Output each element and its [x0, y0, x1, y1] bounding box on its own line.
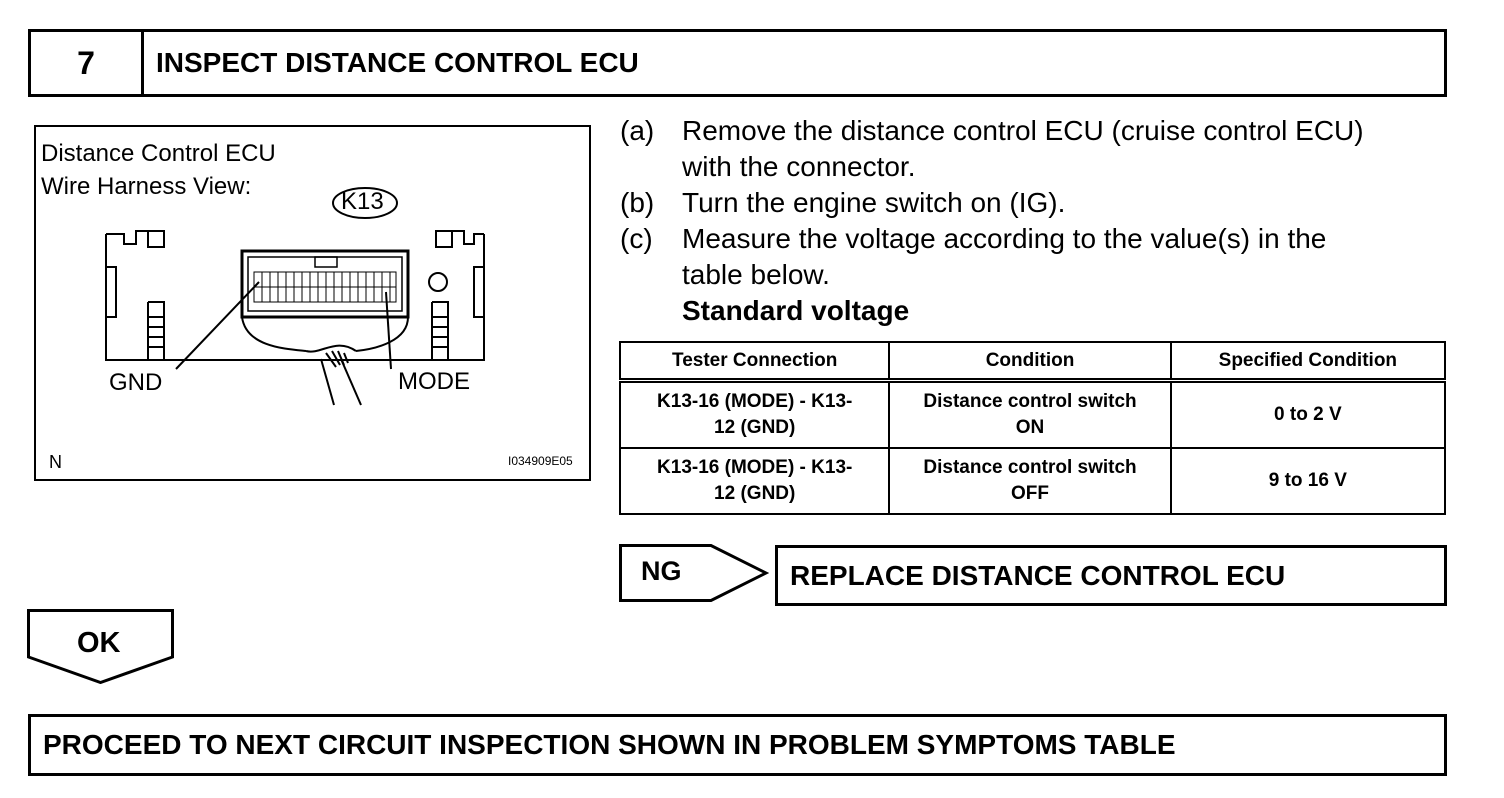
ng-arrow-shape-icon: [619, 544, 769, 602]
diagram-title-line2: Wire Harness View:: [41, 173, 252, 200]
gnd-leader-line: [175, 281, 260, 370]
connector-id-label: K13: [341, 188, 384, 215]
ok-arrow-shape-icon: [27, 609, 174, 684]
ok-label: OK: [77, 627, 121, 659]
mode-leader-line: [385, 291, 392, 370]
instruction-c-line2: table below.: [682, 259, 830, 290]
connector-id-oval: [332, 187, 398, 219]
cell-spec: 9 to 16 V: [1169, 447, 1447, 515]
gnd-label: GND: [109, 369, 163, 396]
mode-label: MODE: [398, 368, 470, 395]
step-header: 7 INSPECT DISTANCE CONTROL ECU: [28, 29, 1447, 97]
header-tester-connection: Tester Connection: [618, 341, 891, 383]
cell-spec: 0 to 2 V: [1169, 379, 1447, 449]
table-header-row: Tester Connection Condition Specified Co…: [618, 341, 1447, 383]
header-specified-condition: Specified Condition: [1169, 341, 1447, 383]
instruction-b-letter: (b): [620, 187, 655, 218]
instruction-b: (b) Turn the engine switch on (IG).: [620, 185, 1450, 221]
connector-housing: [240, 249, 410, 319]
ng-arrow: NG: [619, 544, 769, 602]
diagram-title-line1: Distance Control ECU: [41, 140, 276, 167]
table-row: K13-16 (MODE) - K13-12 (GND) Distance co…: [618, 379, 1447, 449]
cell-connection: K13-16 (MODE) - K13-12 (GND): [618, 447, 891, 515]
step-title: INSPECT DISTANCE CONTROL ECU: [156, 47, 639, 78]
cell-connection: K13-16 (MODE) - K13-12 (GND): [618, 379, 891, 449]
connector-diagram: Distance Control ECU Wire Harness View:: [34, 125, 591, 481]
proceed-box: PROCEED TO NEXT CIRCUIT INSPECTION SHOWN…: [28, 714, 1447, 776]
header-condition: Condition: [888, 341, 1172, 383]
table-row: K13-16 (MODE) - K13-12 (GND) Distance co…: [618, 447, 1447, 515]
standard-voltage-title: Standard voltage: [682, 295, 910, 326]
step-number: 7: [31, 32, 144, 94]
standard-voltage-table: Tester Connection Condition Specified Co…: [618, 341, 1447, 515]
corner-label: N: [49, 452, 62, 472]
instruction-a: (a) Remove the distance control ECU (cru…: [620, 113, 1450, 185]
instruction-a-letter: (a): [620, 115, 655, 146]
instruction-c: (c) Measure the voltage according to the…: [620, 221, 1450, 293]
figure-code: I034909E05: [508, 454, 573, 468]
ok-arrow: OK: [27, 609, 174, 684]
instruction-c-line1: Measure the voltage according to the val…: [682, 223, 1327, 254]
instruction-a-line2: with the connector.: [682, 151, 916, 182]
wire-harness: [241, 316, 409, 406]
connector-pins: [253, 271, 397, 303]
ecu-connector-drawing: [105, 187, 485, 406]
instruction-a-line1: Remove the distance control ECU (cruise …: [682, 115, 1364, 146]
instruction-c-letter: (c): [620, 223, 653, 254]
ng-result-box: REPLACE DISTANCE CONTROL ECU: [775, 545, 1447, 606]
ng-label: NG: [641, 556, 682, 586]
ecu-body-outline: [105, 230, 485, 361]
instruction-b-line1: Turn the engine switch on (IG).: [682, 187, 1066, 218]
instructions: (a) Remove the distance control ECU (cru…: [620, 113, 1450, 329]
mounting-hole: [428, 272, 448, 292]
